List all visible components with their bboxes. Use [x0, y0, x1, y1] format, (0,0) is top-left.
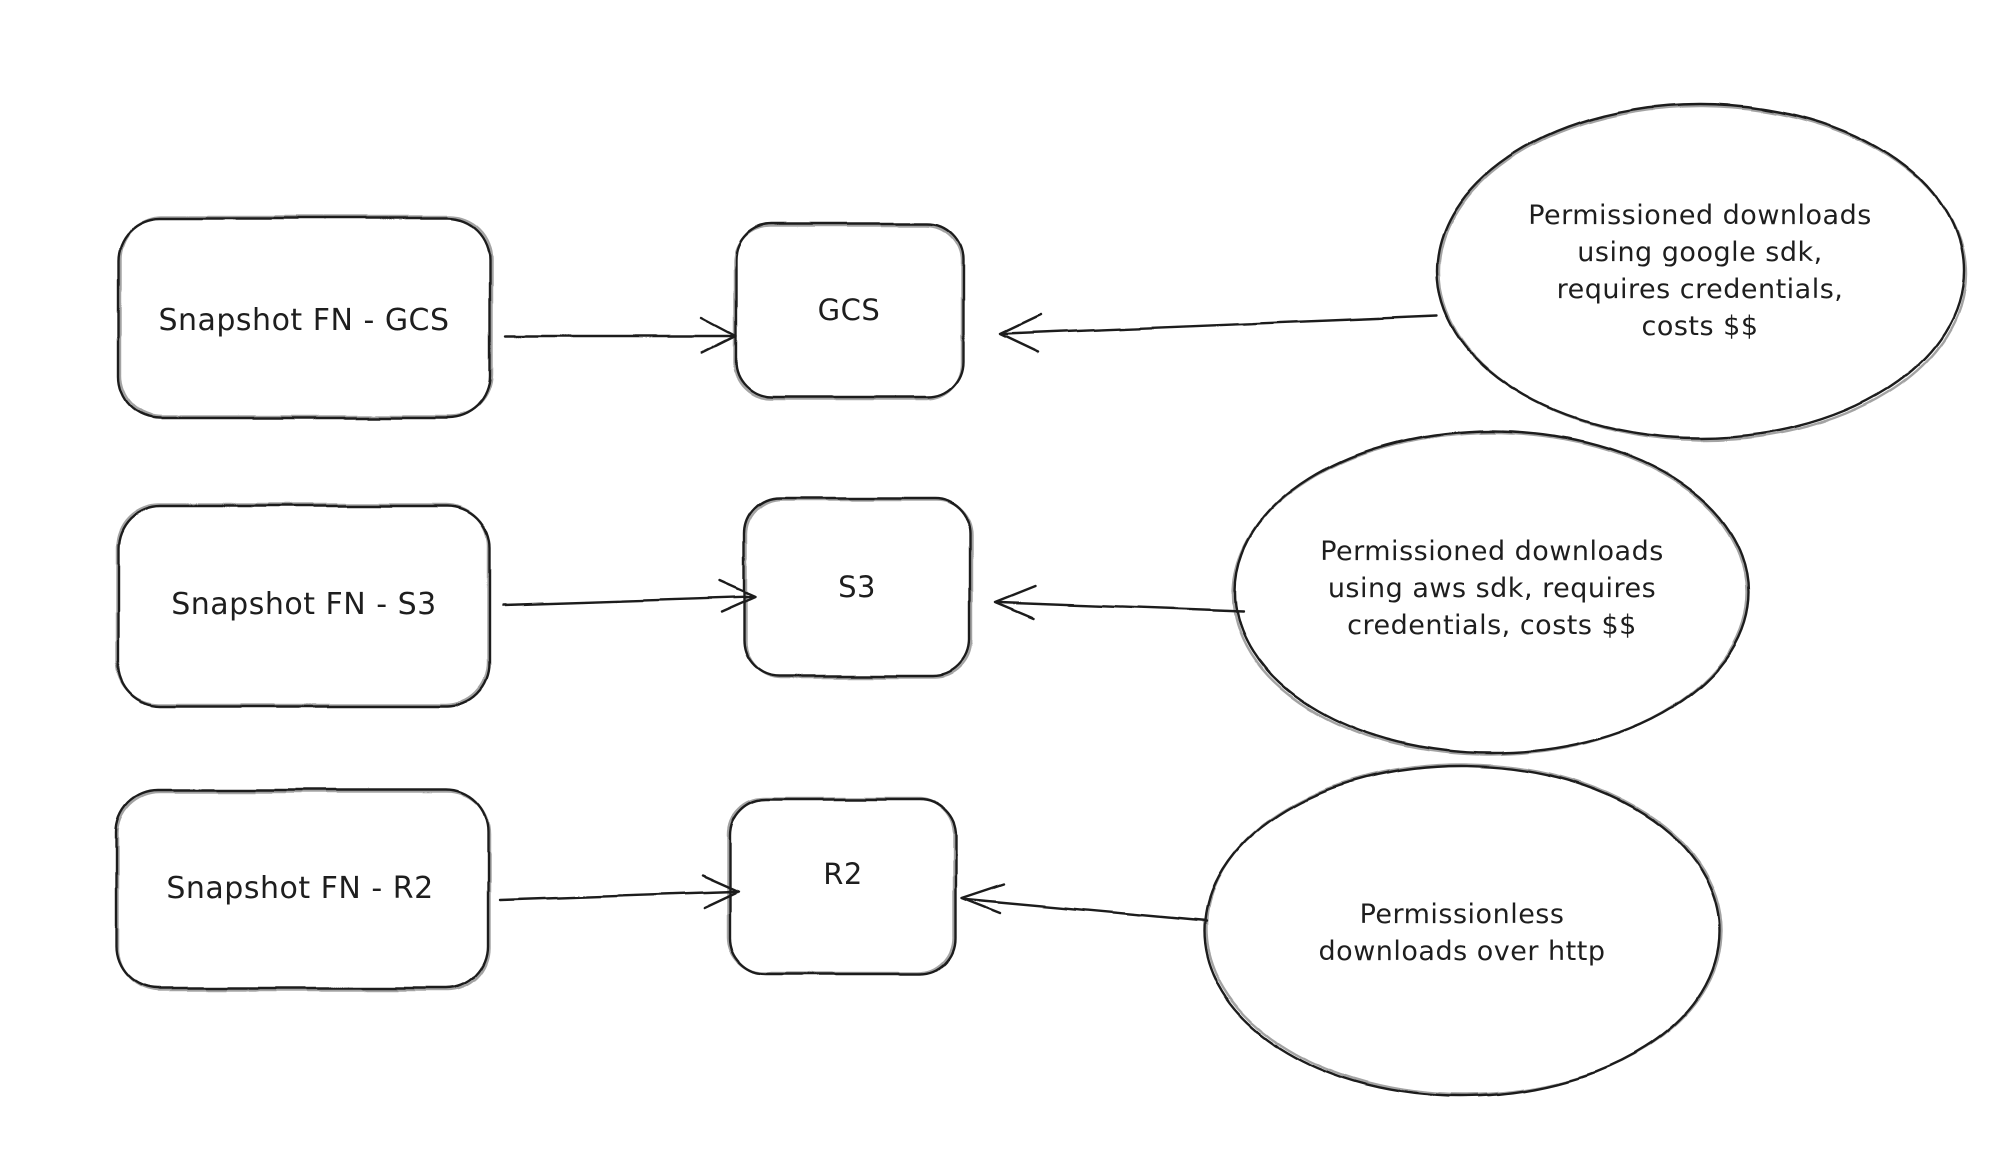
annotation-s3-line-3: credentials, costs $$ — [1347, 610, 1637, 641]
flow-row-r2: Snapshot FN - R2 R2 Permissionless downl… — [114, 761, 1725, 1098]
arrow-annotation-to-r2[interactable] — [960, 882, 1208, 923]
sketch-echo — [1436, 102, 1968, 444]
annotation-ellipse-gcs[interactable] — [1435, 102, 1965, 440]
annotation-ellipse-r2[interactable] — [1202, 764, 1722, 1098]
node-snapshot-fn-r2-label: Snapshot FN - R2 — [166, 871, 433, 906]
annotation-gcs-line-1: Permissioned downloads — [1528, 200, 1872, 231]
arrow-snapshot-to-s3[interactable] — [501, 579, 757, 614]
annotation-r2-text: Permissionless downloads over http — [1319, 899, 1606, 967]
node-gcs-label: GCS — [818, 293, 881, 327]
annotation-gcs-line-3: requires credentials, — [1557, 274, 1844, 305]
node-snapshot-fn-gcs[interactable] — [116, 216, 492, 420]
arrow-snapshot-to-r2[interactable] — [498, 874, 740, 910]
annotation-gcs-text: Permissioned downloads using google sdk,… — [1528, 200, 1872, 342]
row-gcs-shapes — [116, 102, 1968, 444]
annotation-gcs-line-2: using google sdk, — [1577, 237, 1822, 268]
annotation-gcs-line-4: costs $$ — [1641, 311, 1758, 342]
node-gcs[interactable] — [734, 222, 965, 399]
node-snapshot-fn-gcs-label: Snapshot FN - GCS — [158, 303, 449, 338]
annotation-s3-text: Permissioned downloads using aws sdk, re… — [1320, 536, 1664, 641]
node-s3-label: S3 — [838, 570, 876, 604]
flow-row-s3: Snapshot FN - S3 S3 Permissioned downloa… — [115, 429, 1751, 758]
annotation-r2-line-2: downloads over http — [1319, 936, 1606, 967]
node-snapshot-fn-r2[interactable] — [114, 788, 490, 990]
arrow-annotation-to-s3[interactable] — [994, 584, 1245, 620]
annotation-ellipse-s3[interactable] — [1233, 429, 1751, 755]
node-snapshot-fn-s3-label: Snapshot FN - S3 — [171, 587, 437, 622]
node-r2-label: R2 — [823, 857, 863, 891]
arrow-snapshot-to-gcs[interactable] — [503, 316, 738, 355]
arrow-annotation-to-gcs[interactable] — [998, 313, 1439, 354]
annotation-s3-line-1: Permissioned downloads — [1320, 536, 1664, 567]
flow-row-gcs: Snapshot FN - GCS GCS Permissioned downl… — [116, 102, 1968, 444]
node-s3[interactable] — [742, 496, 972, 678]
annotation-r2-line-1: Permissionless — [1360, 899, 1565, 930]
row-s3-shapes — [115, 429, 1751, 758]
node-snapshot-fn-s3[interactable] — [116, 504, 492, 708]
row-r2-shapes — [114, 761, 1725, 1098]
annotation-s3-line-2: using aws sdk, requires — [1328, 573, 1656, 604]
